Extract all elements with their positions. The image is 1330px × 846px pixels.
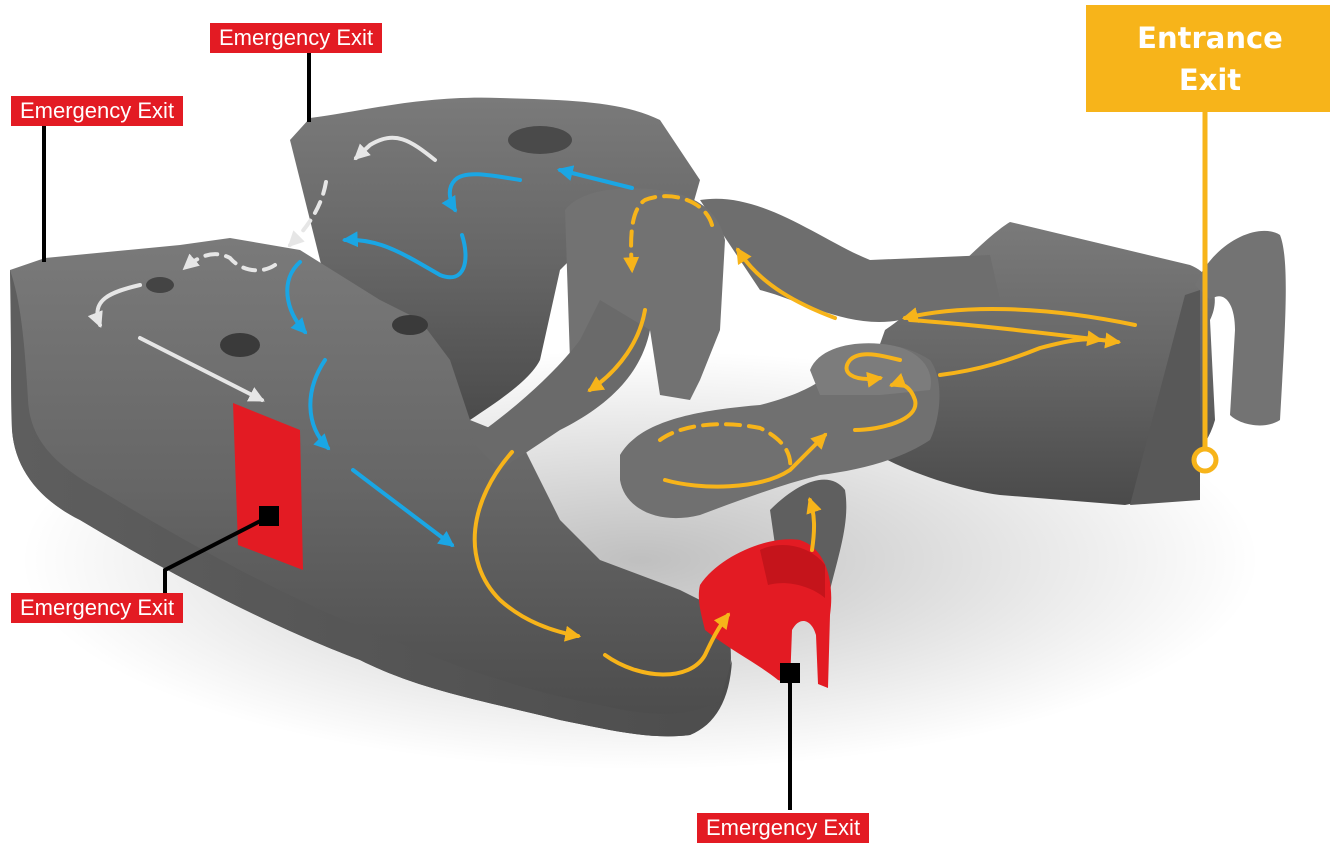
exit-label-text: Exit xyxy=(1178,63,1242,97)
flow-arrow xyxy=(341,231,468,280)
flow-arrow xyxy=(663,432,828,489)
flow-arrow xyxy=(182,252,277,273)
flow-arrow xyxy=(287,180,328,248)
leader-lines xyxy=(42,52,792,810)
entrance-label-text: Entrance xyxy=(1137,21,1283,55)
flow-arrow xyxy=(844,352,902,388)
flow-arrow xyxy=(938,330,1104,377)
emergency-exit-label-left: Emergency Exit xyxy=(11,96,184,126)
flow-arrow xyxy=(587,308,647,392)
emergency-exit-label-left-bottom: Emergency Exit xyxy=(11,593,184,623)
flow-arrow xyxy=(603,612,730,677)
flow-arrows-blue xyxy=(285,165,634,547)
emergency-exit-panel-left xyxy=(233,403,303,570)
flow-arrow xyxy=(351,468,455,547)
entrance-exit-label: Entrance Exit xyxy=(1086,5,1330,112)
flow-arrow xyxy=(623,194,714,274)
flow-arrow xyxy=(308,358,331,451)
flow-arrows-yellow xyxy=(472,194,1137,677)
flow-arrow xyxy=(441,172,522,213)
entrance-leader xyxy=(1191,110,1219,474)
flow-arrow xyxy=(138,336,265,402)
flow-arrow xyxy=(353,135,437,162)
flow-arrow xyxy=(736,247,837,320)
flow-arrow xyxy=(853,373,918,432)
flow-arrow xyxy=(556,165,634,190)
flow-arrow xyxy=(285,260,308,335)
leader-anchor-square xyxy=(259,506,279,526)
emergency-exit-label-top: Emergency Exit xyxy=(210,23,383,53)
flow-arrow xyxy=(806,496,822,552)
flow-arrow xyxy=(472,450,582,642)
leader-line xyxy=(163,514,271,593)
entrance-marker-ring xyxy=(1191,446,1219,474)
flow-arrows-white xyxy=(87,135,437,402)
flow-arrow xyxy=(901,306,1137,327)
flow-arrow xyxy=(658,422,793,472)
leader-anchor-square xyxy=(780,663,800,683)
emergency-exit-label-bottom: Emergency Exit xyxy=(697,813,870,843)
flow-arrow xyxy=(87,283,142,328)
